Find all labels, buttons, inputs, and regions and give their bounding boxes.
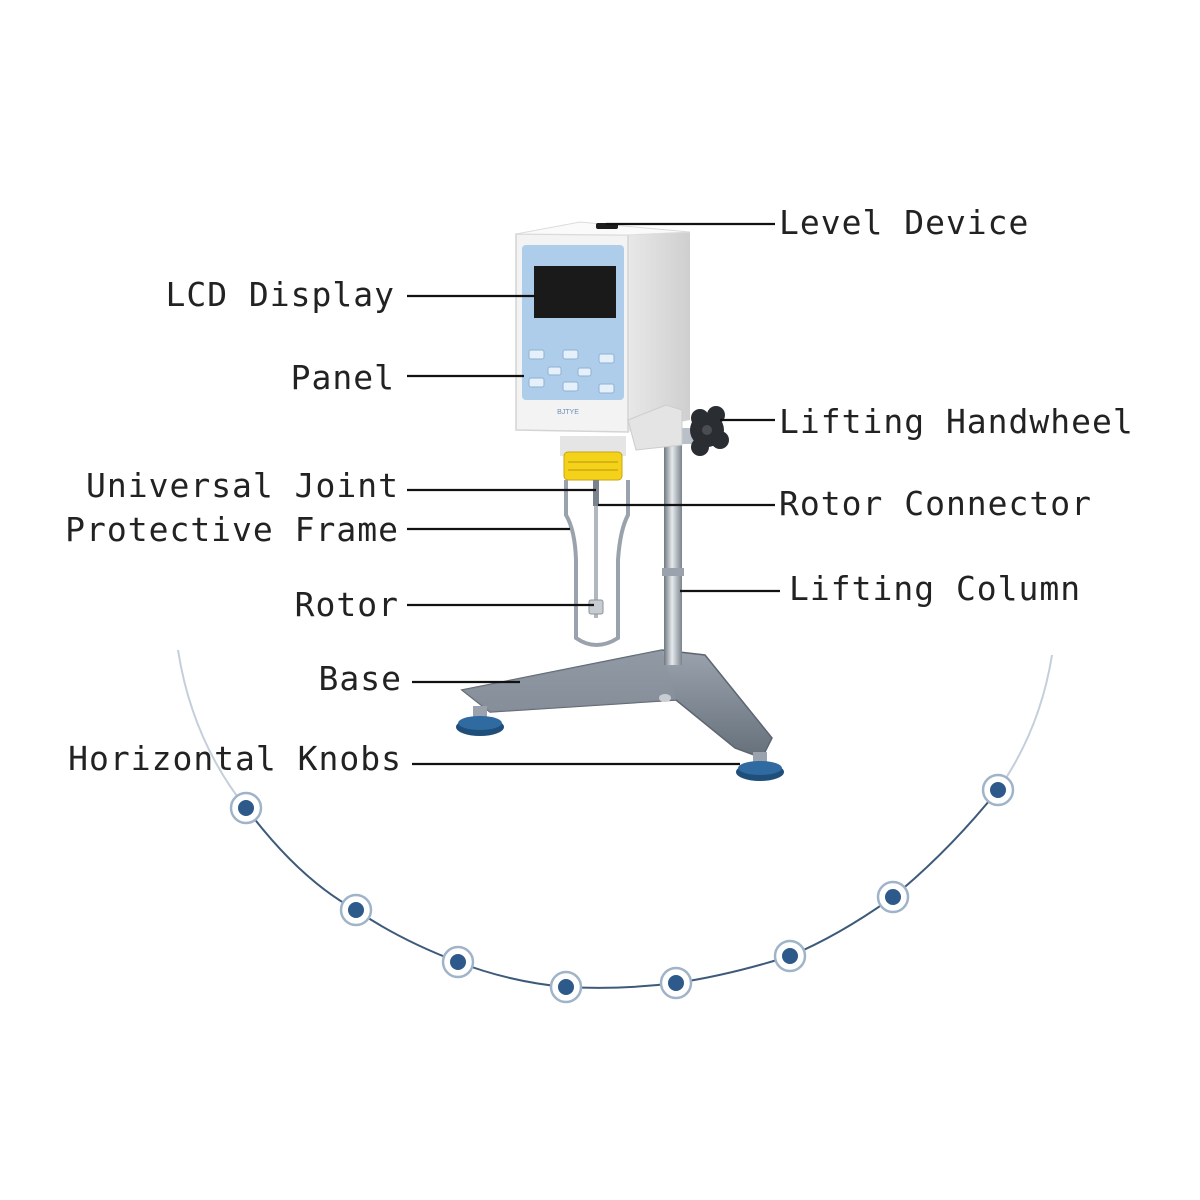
arc-dot [775, 941, 805, 971]
arc-dot [551, 972, 581, 1002]
rotor-assembly [589, 480, 603, 618]
tripod-base [462, 650, 772, 758]
arc-dot [443, 947, 473, 977]
arc-dot [661, 968, 691, 998]
arc-dot [983, 775, 1013, 805]
label-rotor-connector: Rotor Connector [779, 484, 1092, 523]
label-panel: Panel [291, 358, 395, 397]
label-horizontal-knobs: Horizontal Knobs [68, 739, 402, 778]
label-universal-joint: Universal Joint [86, 466, 399, 505]
universal-joint-housing [560, 436, 626, 480]
device-logo: BJTYE [557, 409, 579, 416]
label-lifting-handwheel: Lifting Handwheel [779, 402, 1134, 441]
viscometer-device: BJTYE [456, 222, 784, 781]
label-protective-frame: Protective Frame [65, 510, 399, 549]
arc-upper-right-faint [998, 655, 1052, 790]
label-lifting-column: Lifting Column [789, 569, 1081, 608]
lifting-column [662, 440, 684, 665]
label-level-device: Level Device [779, 203, 1029, 242]
label-base: Base [319, 659, 402, 698]
arc-dot [341, 895, 371, 925]
main-housing: BJTYE [516, 222, 690, 432]
foot-knob-right [736, 752, 784, 781]
label-rotor: Rotor [295, 585, 399, 624]
label-lcd-display: LCD Display [165, 275, 395, 314]
arc-dot [231, 793, 261, 823]
arc-dot [878, 882, 908, 912]
lcd-screen [534, 266, 616, 318]
arc-upper-left-faint [178, 650, 246, 808]
